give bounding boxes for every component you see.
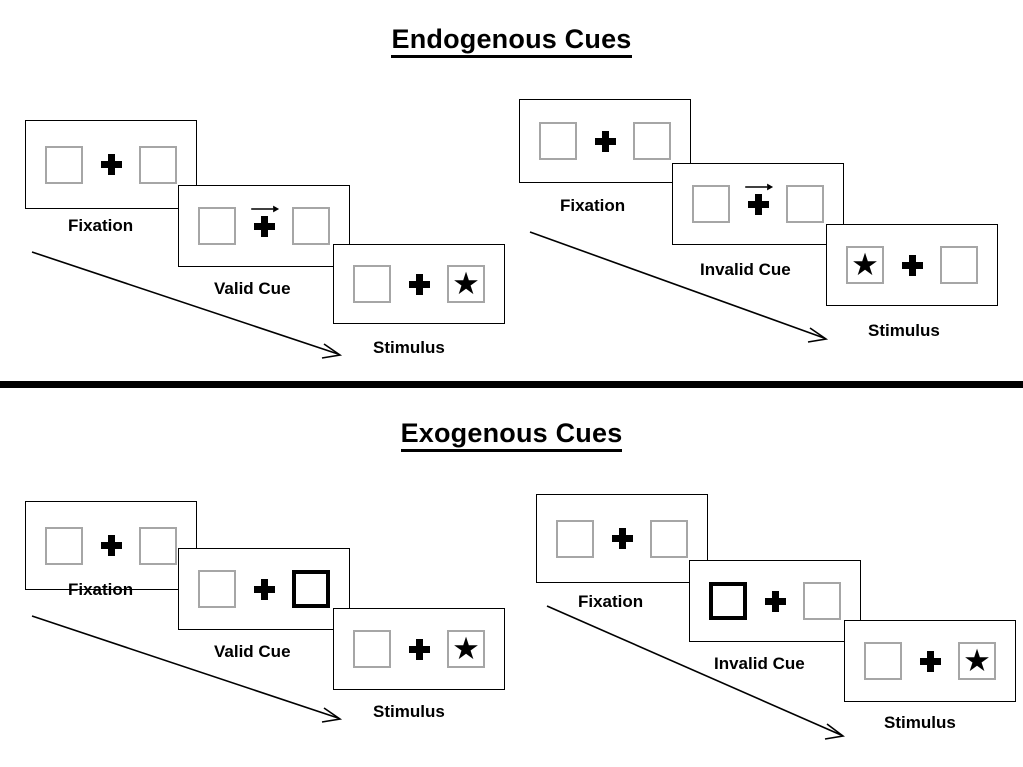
fixation-area — [884, 242, 940, 288]
target-box-right: ★ — [447, 265, 485, 303]
target-box-left: ★ — [846, 246, 884, 284]
frame-endogenous-valid-fixation — [25, 120, 197, 209]
fixation-area — [747, 578, 803, 624]
caption-endogenous-valid-stimulus: Stimulus — [373, 338, 445, 357]
fixation-cross-icon — [901, 254, 923, 276]
target-box-left — [198, 207, 236, 245]
frame-content: ★ — [353, 261, 485, 307]
target-box-right — [139, 526, 177, 565]
star-stimulus-icon: ★ — [452, 265, 480, 301]
fixation-area — [236, 203, 292, 249]
frame-content — [198, 566, 330, 612]
fixation-cross-icon — [408, 638, 430, 660]
target-box-left — [539, 122, 577, 160]
frame-exogenous-invalid-stimulus: ★ — [844, 620, 1016, 702]
fixation-area — [391, 626, 447, 672]
fixation-area — [902, 638, 958, 684]
frame-content — [45, 523, 177, 569]
caption-endogenous-valid-cue: Valid Cue — [214, 279, 291, 298]
caption-exogenous-invalid-fixation: Fixation — [578, 592, 644, 611]
fixation-cross-icon — [408, 273, 430, 295]
star-stimulus-icon: ★ — [452, 630, 480, 666]
caption-endogenous-invalid-stimulus: Stimulus — [868, 321, 940, 340]
section-divider — [0, 381, 1023, 388]
frame-endogenous-valid-stimulus: ★ — [333, 244, 505, 324]
frame-content — [198, 203, 330, 249]
fixation-cross-icon — [253, 215, 275, 237]
target-box-left — [45, 145, 83, 184]
fixation-cross-icon — [100, 154, 122, 175]
caption-endogenous-invalid-fixation: Fixation — [560, 196, 626, 215]
frame-content: ★ — [353, 626, 485, 672]
caption-exogenous-valid-stimulus: Stimulus — [373, 702, 445, 721]
target-box-left — [353, 630, 391, 668]
frame-exogenous-invalid-cue — [689, 560, 861, 642]
frame-exogenous-invalid-fixation — [536, 494, 708, 583]
caption-exogenous-invalid-cue: Invalid Cue — [714, 654, 805, 673]
time-flow-arrow-endogenous-invalid — [528, 228, 838, 346]
cue-arrow-right-icon — [745, 183, 774, 193]
cue-arrow-right-icon — [251, 205, 280, 215]
fixation-cross-icon — [100, 535, 122, 556]
target-box-right — [633, 122, 671, 160]
fixation-cross-icon — [764, 590, 786, 612]
caption-exogenous-valid-fixation: Fixation — [68, 580, 134, 599]
target-box-left — [198, 570, 236, 608]
target-box-left — [45, 526, 83, 565]
section-title-exogenous: Exogenous Cues — [0, 418, 1023, 452]
target-box-left — [353, 265, 391, 303]
fixation-cross-icon — [594, 130, 616, 152]
fixation-area — [577, 118, 633, 164]
target-box-right — [786, 185, 824, 223]
target-box-right — [940, 246, 978, 284]
target-box-left-cued — [709, 582, 747, 620]
section-title-endogenous-text: Endogenous Cues — [391, 24, 632, 58]
target-box-right: ★ — [958, 642, 996, 680]
caption-endogenous-invalid-cue: Invalid Cue — [700, 260, 791, 279]
fixation-cross-icon — [919, 650, 941, 672]
fixation-area — [594, 516, 650, 562]
frame-exogenous-valid-fixation — [25, 501, 197, 590]
caption-exogenous-invalid-stimulus: Stimulus — [884, 713, 956, 732]
frame-content: ★ — [846, 242, 978, 288]
frame-content — [692, 181, 824, 227]
frame-content — [556, 516, 688, 562]
target-box-right — [139, 145, 177, 184]
target-box-left — [556, 519, 594, 558]
target-box-right-cued — [292, 570, 330, 608]
star-stimulus-icon: ★ — [963, 642, 991, 678]
frame-endogenous-valid-cue — [178, 185, 350, 267]
frame-endogenous-invalid-cue — [672, 163, 844, 245]
target-box-right: ★ — [447, 630, 485, 668]
target-box-right — [650, 519, 688, 558]
fixation-cross-icon — [747, 193, 769, 215]
frame-content — [539, 118, 671, 164]
caption-exogenous-valid-cue: Valid Cue — [214, 642, 291, 661]
target-box-right — [803, 582, 841, 620]
star-stimulus-icon: ★ — [851, 246, 879, 282]
frame-endogenous-invalid-fixation — [519, 99, 691, 183]
fixation-cross-icon — [253, 578, 275, 600]
frame-exogenous-valid-stimulus: ★ — [333, 608, 505, 690]
target-box-left — [692, 185, 730, 223]
frame-content — [709, 578, 841, 624]
fixation-area — [83, 142, 139, 188]
caption-endogenous-valid-fixation: Fixation — [68, 216, 134, 235]
frame-content — [45, 142, 177, 188]
frame-exogenous-valid-cue — [178, 548, 350, 630]
fixation-area — [83, 523, 139, 569]
fixation-area — [236, 566, 292, 612]
target-box-right — [292, 207, 330, 245]
frame-endogenous-invalid-stimulus: ★ — [826, 224, 998, 306]
target-box-left — [864, 642, 902, 680]
fixation-area — [730, 181, 786, 227]
section-title-endogenous: Endogenous Cues — [0, 24, 1023, 58]
fixation-cross-icon — [611, 528, 633, 549]
frame-content: ★ — [864, 638, 996, 684]
fixation-area — [391, 261, 447, 307]
section-title-exogenous-text: Exogenous Cues — [400, 418, 623, 452]
